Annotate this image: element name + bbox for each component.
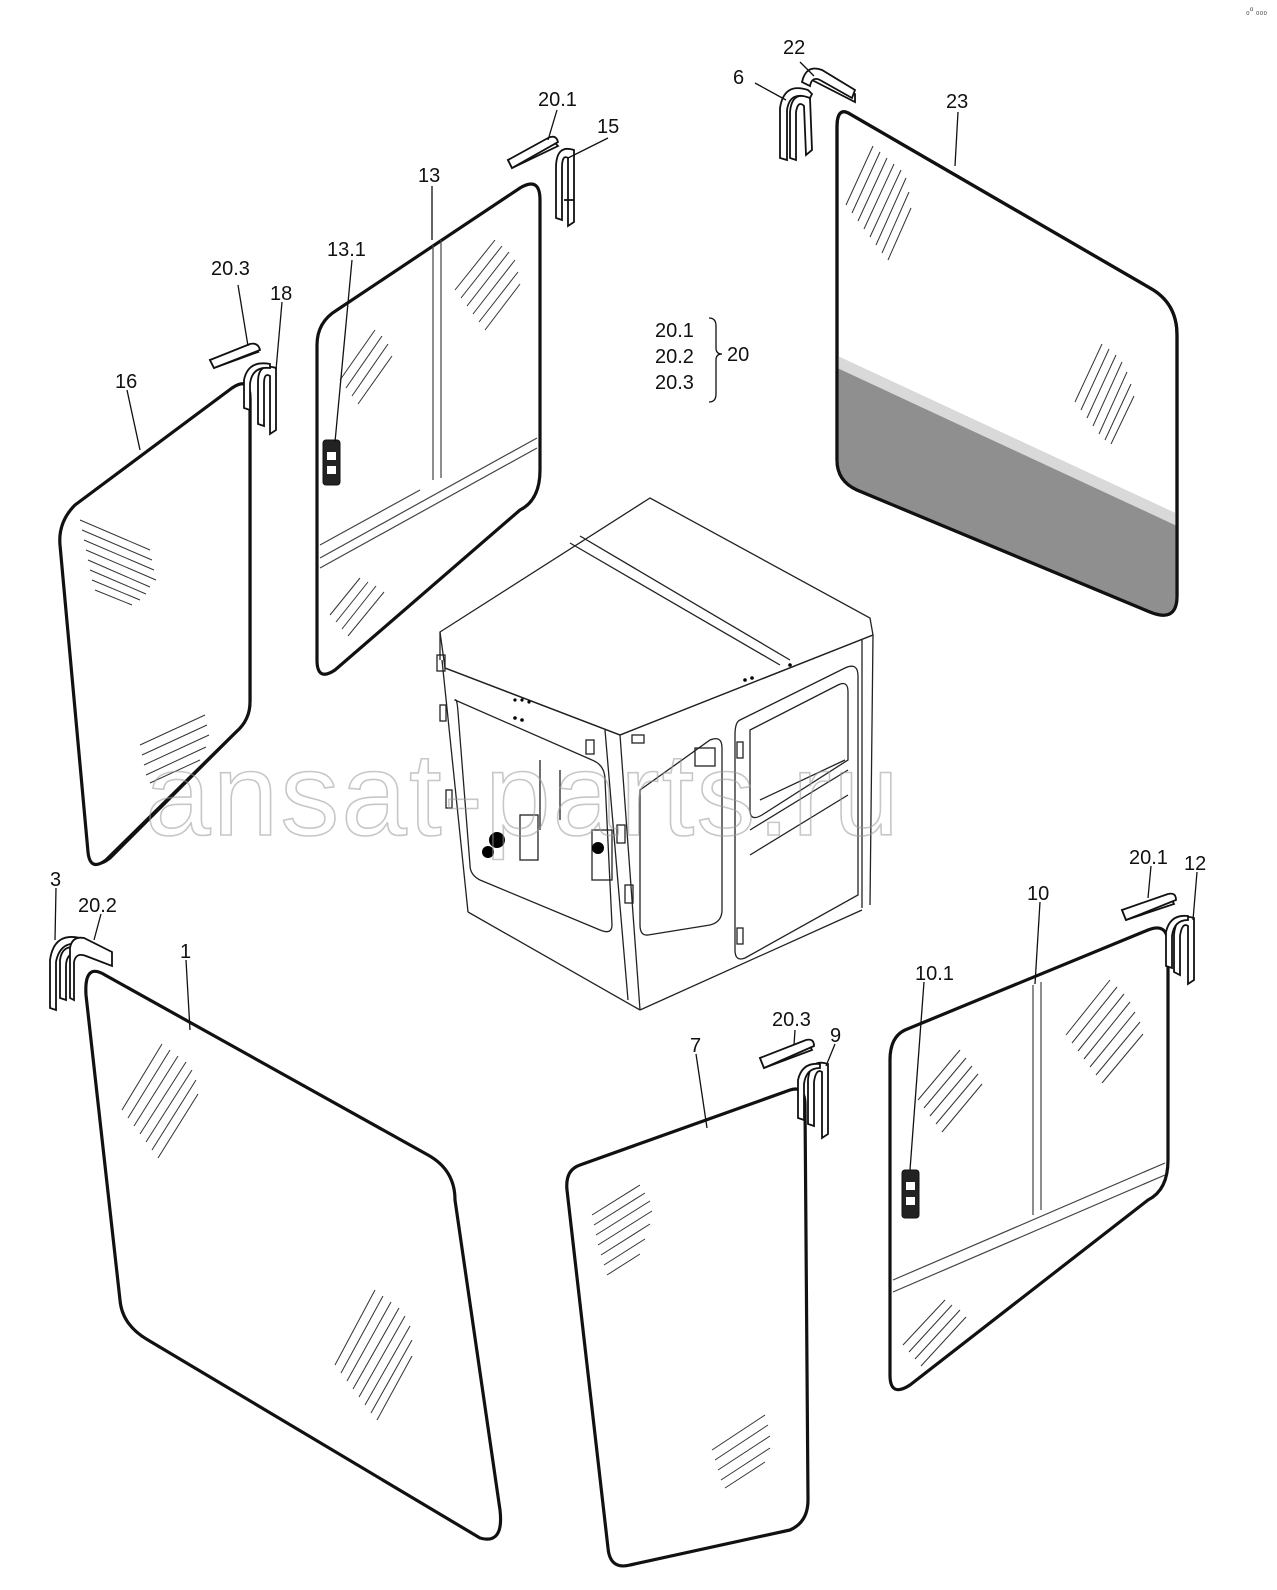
legend-item-20-1: 20.1 (655, 320, 694, 342)
callout-15: 15 (597, 116, 619, 138)
callout-13-1: 13.1 (327, 239, 366, 261)
callout-7: 7 (690, 1035, 701, 1057)
seal-profile-15 (555, 147, 575, 228)
callout-20-3-left: 20.3 (211, 258, 250, 280)
pane-10-door-window (888, 926, 1170, 1392)
callout-20-1-right: 20.1 (1129, 847, 1168, 869)
callout-10-1: 10.1 (915, 963, 954, 985)
callout-16: 16 (115, 371, 137, 393)
seal-profile-20-1-right (1120, 892, 1177, 922)
glass-hatch (902, 979, 1144, 1367)
seal-profile-22 (800, 67, 857, 104)
legend-group-20: 20 (727, 344, 749, 366)
callout-9: 9 (830, 1025, 841, 1047)
callout-12: 12 (1184, 853, 1206, 875)
door-latch-13-1 (322, 439, 341, 486)
watermark: ansat-parts.ru (145, 729, 901, 861)
seal-profile-20-2 (69, 936, 113, 1002)
seal-group-legend: 20.1 20.2 20.3 20 (655, 320, 749, 394)
callout-20-3-mid: 20.3 (772, 1009, 811, 1031)
callout-18: 18 (270, 283, 292, 305)
glass-hatch (121, 1043, 413, 1421)
glass-hatch (845, 145, 1135, 445)
pane-13-door-window (315, 182, 542, 676)
leader-lines (54, 61, 1198, 1171)
callout-23: 23 (946, 91, 968, 113)
callout-6: 6 (733, 67, 744, 89)
callout-22: 22 (783, 37, 805, 59)
corner-mark: ₀⁰ ₀₀₀ (1246, 6, 1267, 16)
glass-hatch (591, 1184, 771, 1489)
pane-23-rear-window (835, 110, 1179, 617)
seal-profile-6 (779, 87, 814, 162)
callout-20-1-top: 20.1 (538, 89, 577, 111)
legend-item-20-2: 20.2 (655, 346, 694, 368)
seal-profile-12 (1165, 914, 1195, 986)
seal-profile-18 (243, 362, 277, 436)
legend-item-20-3: 20.3 (655, 372, 694, 394)
callout-1: 1 (180, 941, 191, 963)
callout-labels: 22 6 23 20.1 15 13 13.1 20.3 18 16 3 20.… (50, 37, 1206, 1057)
cab-frame (436, 497, 874, 1011)
pane-1-windshield (84, 969, 503, 1541)
seal-profile-20-3-mid (758, 1038, 815, 1070)
seal-profile-20-3-left (208, 342, 262, 370)
callout-3: 3 (50, 869, 61, 891)
pane-7-side-window (565, 1087, 810, 1568)
callout-13: 13 (418, 165, 440, 187)
seal-profile-20-1-top (506, 135, 560, 170)
glass-hatch (79, 519, 210, 784)
callout-10: 10 (1027, 883, 1049, 905)
glass-hatch (329, 239, 521, 637)
door-latch-10-1 (901, 1169, 920, 1219)
callout-20-2: 20.2 (78, 895, 117, 917)
seal-profile-9 (797, 1061, 829, 1140)
